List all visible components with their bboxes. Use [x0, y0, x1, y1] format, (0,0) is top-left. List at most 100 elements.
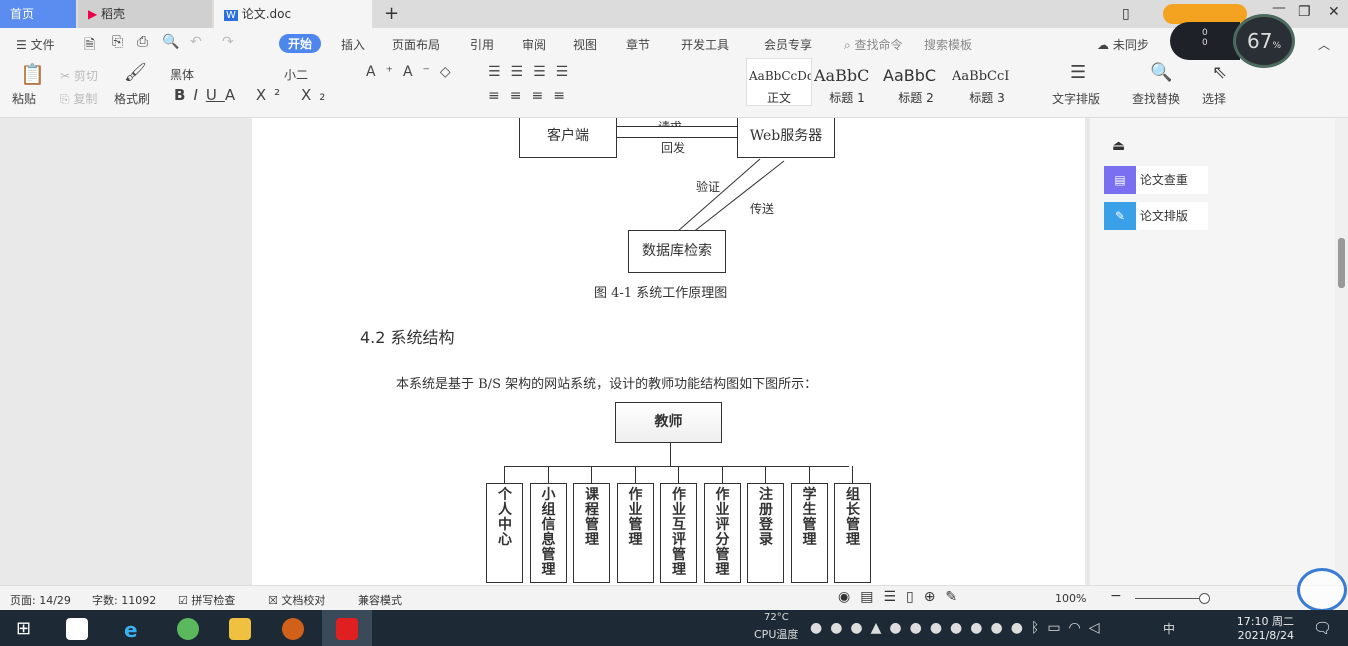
text-layout-button[interactable]: 文字排版: [1052, 92, 1101, 106]
proof-label: 文档校对: [281, 594, 326, 607]
restore-button[interactable]: ❐: [1298, 4, 1311, 20]
ribbon-toolbar: 📋 粘贴 ✂ 剪切 ⎘ 复制 🖌 格式刷 黑体 小二 A⁺A⁻◇ BIUA X²…: [0, 58, 1348, 118]
minimize-button[interactable]: —: [1272, 0, 1286, 16]
format-painter-icon: 🖌: [124, 62, 147, 83]
reply-label: 回发: [661, 141, 686, 155]
word-count[interactable]: 字数: 11092: [92, 594, 157, 607]
status-bar: 页面: 14/29 字数: 11092 ☑ 拼写检查 ☒ 文档校对 兼容模式 ◉…: [0, 585, 1348, 610]
app-icon[interactable]: [282, 618, 304, 640]
view-mode-buttons[interactable]: ◉▤☰▯⊕✎: [838, 589, 968, 605]
ie-icon[interactable]: e: [124, 618, 138, 642]
right-panel: ⏏ ▤ 论文查重 ✎ 论文排版: [1090, 118, 1335, 585]
find-replace-button[interactable]: 查找替换: [1132, 92, 1181, 106]
teacher-root-box: 教师: [615, 402, 722, 443]
paste-icon[interactable]: 📋: [20, 62, 45, 86]
paragraph-tools[interactable]: ☰☰☰☰: [488, 64, 579, 80]
find-icon: 🔍: [1150, 62, 1173, 83]
menu-member[interactable]: 会员专享: [764, 38, 813, 52]
export-icon[interactable]: ⎘: [112, 34, 124, 50]
notification-icon[interactable]: 🗨: [1313, 619, 1333, 637]
copy-button[interactable]: ⎘ 复制: [60, 92, 98, 106]
style-normal[interactable]: AaBbCcDd 正文: [746, 58, 812, 106]
zoom-slider-handle[interactable]: [1199, 593, 1210, 604]
font-size-tools[interactable]: A⁺A⁻◇: [366, 64, 461, 80]
font-style-tools[interactable]: BIUA X² X₂: [174, 86, 334, 104]
menu-view[interactable]: 视图: [573, 38, 598, 52]
undo-icon[interactable]: ↶: [190, 34, 202, 50]
browser-360-icon[interactable]: [177, 618, 199, 640]
new-tab-button[interactable]: +: [384, 3, 400, 24]
save-icon[interactable]: 🗎: [84, 37, 96, 53]
file-menu[interactable]: ☰ 文件: [16, 38, 55, 52]
plagiarism-check-button[interactable]: ▤ 论文查重: [1104, 166, 1208, 194]
sync-status[interactable]: ☁ 未同步: [1097, 38, 1149, 52]
close-button[interactable]: ✕: [1328, 4, 1340, 20]
thesis-format-button[interactable]: ✎ 论文排版: [1104, 202, 1208, 230]
gauge-value: 67: [1246, 29, 1273, 53]
menu-review[interactable]: 审阅: [522, 38, 547, 52]
alignment-tools[interactable]: ≡≡≡≡: [488, 88, 575, 104]
connector: [504, 466, 849, 467]
app-icon[interactable]: [66, 618, 88, 640]
layout-icon[interactable]: ▯: [1122, 6, 1130, 22]
collapse-ribbon-icon[interactable]: ︿: [1318, 38, 1331, 52]
command-search[interactable]: ⌕ 查找命令: [844, 38, 903, 52]
zoom-slider[interactable]: [1135, 598, 1205, 599]
format-painter-button[interactable]: 格式刷: [114, 92, 151, 106]
upload-speed: 0: [1202, 28, 1208, 38]
proofread-button[interactable]: ☒ 文档校对: [268, 594, 326, 607]
tab-home[interactable]: 首页: [0, 0, 76, 28]
scrollbar-thumb[interactable]: [1338, 238, 1345, 288]
vertical-scrollbar[interactable]: [1335, 118, 1348, 585]
spell-check-button[interactable]: ☑ 拼写检查: [178, 594, 236, 607]
preview-icon[interactable]: 🔍: [162, 34, 180, 50]
file-explorer-icon[interactable]: [229, 618, 251, 640]
page-count[interactable]: 页面: 14/29: [10, 594, 71, 607]
style-label: 标题 3: [969, 91, 1005, 105]
style-preview: AaBbC: [883, 66, 937, 85]
menu-chapter[interactable]: 章节: [626, 38, 651, 52]
login-button[interactable]: [1163, 4, 1247, 24]
wps-taskbar-button[interactable]: [322, 610, 372, 646]
tab-docer[interactable]: ▶ 稻壳: [78, 0, 212, 28]
connector: [547, 466, 549, 483]
menu-references[interactable]: 引用: [470, 38, 495, 52]
text-layout-icon: ☰: [1070, 62, 1087, 83]
cut-button[interactable]: ✂ 剪切: [60, 69, 98, 83]
menu-layout[interactable]: 页面布局: [392, 38, 441, 52]
transfer-label: 传送: [750, 202, 775, 216]
wps-writer-icon: W: [224, 10, 238, 21]
template-search[interactable]: 搜索模板: [924, 38, 973, 52]
module-box: 课程管理: [573, 483, 610, 583]
menu-start[interactable]: 开始: [279, 34, 322, 53]
panel-collapse-icon[interactable]: ⏏: [1112, 138, 1126, 154]
request-arrow: [617, 126, 737, 127]
reply-arrow: [617, 137, 737, 138]
connector: [678, 466, 679, 483]
select-button[interactable]: 选择: [1202, 92, 1227, 106]
zoom-out-button[interactable]: −: [1110, 588, 1122, 604]
connector: [504, 466, 505, 483]
connector: [591, 466, 592, 483]
tray-icons[interactable]: ●●●▲●●●●●●●ᛒ▭◠◁: [810, 620, 1108, 636]
zoom-level[interactable]: 100%: [1055, 592, 1087, 605]
menu-insert[interactable]: 插入: [341, 38, 366, 52]
memory-gauge[interactable]: 67%: [1233, 14, 1295, 68]
redo-icon[interactable]: ↷: [222, 34, 234, 50]
cpu-temp: 72°C: [764, 612, 789, 623]
print-icon[interactable]: ⎙: [137, 34, 149, 50]
floating-ball[interactable]: [1297, 568, 1347, 612]
menu-developer[interactable]: 开发工具: [681, 38, 730, 52]
download-speed: 0: [1202, 38, 1208, 48]
paste-button[interactable]: 粘贴: [12, 92, 37, 106]
ime-indicator[interactable]: 中: [1163, 622, 1176, 636]
windows-start-icon[interactable]: ⊞: [16, 618, 32, 639]
font-select[interactable]: 黑体: [170, 68, 195, 82]
font-size-select[interactable]: 小二: [284, 68, 309, 82]
tab-document[interactable]: W 论文.doc: [214, 0, 372, 28]
